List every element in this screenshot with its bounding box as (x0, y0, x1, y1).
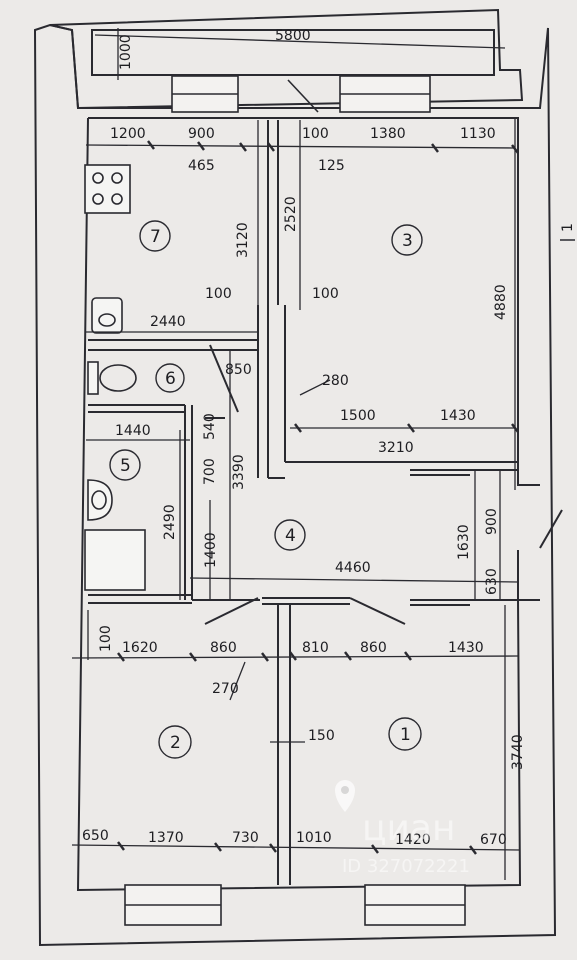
balcony-parapet (91, 29, 495, 76)
dim-bottom-730: 730 (232, 830, 259, 846)
dim-810: 810 (302, 640, 329, 656)
kitchen-sink-icon (91, 297, 123, 334)
watermark-id: ID 327072221 (342, 856, 470, 877)
dim-150: 150 (308, 728, 335, 744)
room-6-circle (155, 363, 185, 393)
dim-850: 850 (225, 362, 252, 378)
dim-100-low: 100 (98, 625, 114, 652)
dim-4880: 4880 (493, 284, 509, 320)
dim-900-right: 900 (484, 508, 500, 535)
dim-100-left: 100 (205, 286, 232, 302)
room-4-circle (274, 519, 306, 551)
room-7-circle (139, 220, 171, 252)
room-1-circle (388, 717, 422, 751)
walls (33, 8, 563, 947)
dim-280: 280 (322, 373, 349, 389)
fixtures (84, 164, 146, 591)
washbasin-icon (87, 479, 113, 521)
dim-4460: 4460 (335, 560, 371, 576)
room-5-number: 5 (120, 456, 131, 476)
dim-700: 700 (202, 458, 218, 485)
watermark-brand: циан (362, 808, 456, 849)
room-markers (109, 220, 423, 759)
dim-bottom-1010: 1010 (296, 830, 332, 846)
room-1-number: 1 (400, 725, 411, 745)
dim-270: 270 (212, 681, 239, 697)
room-2-circle (158, 725, 192, 759)
dim-top-100: 100 (302, 126, 329, 142)
dim-3740: 3740 (510, 734, 526, 770)
dim-860-right: 860 (360, 640, 387, 656)
dim-3210: 3210 (378, 440, 414, 456)
dim-bottom-1370: 1370 (148, 830, 184, 846)
dim-top-1380: 1380 (370, 126, 406, 142)
room-2-number: 2 (170, 733, 181, 753)
dim-top-1200: 1200 (110, 126, 146, 142)
dim-bottom-1420: 1420 (395, 832, 431, 848)
dim-1400: 1400 (203, 532, 219, 568)
windows (124, 75, 466, 926)
dim-1500: 1500 (340, 408, 376, 424)
dim-top-1130: 1130 (460, 126, 496, 142)
section-mark-label: 1 (560, 223, 576, 232)
dim-1620: 1620 (122, 640, 158, 656)
dim-3120: 3120 (235, 222, 251, 258)
toilet-icon (87, 361, 137, 395)
shower-icon (84, 529, 146, 591)
dimension-lines (71, 28, 521, 880)
dim-630: 630 (484, 568, 500, 595)
dim-1440: 1440 (115, 423, 151, 439)
dimension-ticks (117, 140, 519, 855)
dim-540: 540 (202, 413, 218, 440)
room-4-number: 4 (285, 526, 296, 546)
room-6-number: 6 (165, 369, 176, 389)
dim-860-left: 860 (210, 640, 237, 656)
dim-100-right: 100 (312, 286, 339, 302)
dim-1430-low: 1430 (448, 640, 484, 656)
dim-3390: 3390 (231, 454, 247, 490)
dim-125: 125 (318, 158, 345, 174)
dim-1430-mid: 1430 (440, 408, 476, 424)
room-3-number: 3 (402, 231, 413, 251)
dim-top-900: 900 (188, 126, 215, 142)
watermark: циан ID 327072221 (335, 780, 470, 877)
dim-2520: 2520 (283, 196, 299, 232)
stove-icon (84, 164, 131, 214)
dim-bottom-650: 650 (82, 828, 109, 844)
dim-1630: 1630 (456, 524, 472, 560)
inner-perimeter-left (76, 117, 522, 892)
dim-balcony-depth: 1000 (118, 34, 134, 70)
room-3-circle (391, 224, 423, 256)
dim-balcony-width: 5800 (275, 28, 311, 44)
inner-perimeter (88, 117, 540, 486)
room-7-number: 7 (150, 227, 161, 247)
dim-bottom-670: 670 (480, 832, 507, 848)
room-5-circle (109, 449, 141, 481)
outer-wall (33, 23, 557, 947)
dim-2440: 2440 (150, 314, 186, 330)
dim-2490: 2490 (162, 504, 178, 540)
dim-465: 465 (188, 158, 215, 174)
location-pin-icon (335, 780, 355, 812)
